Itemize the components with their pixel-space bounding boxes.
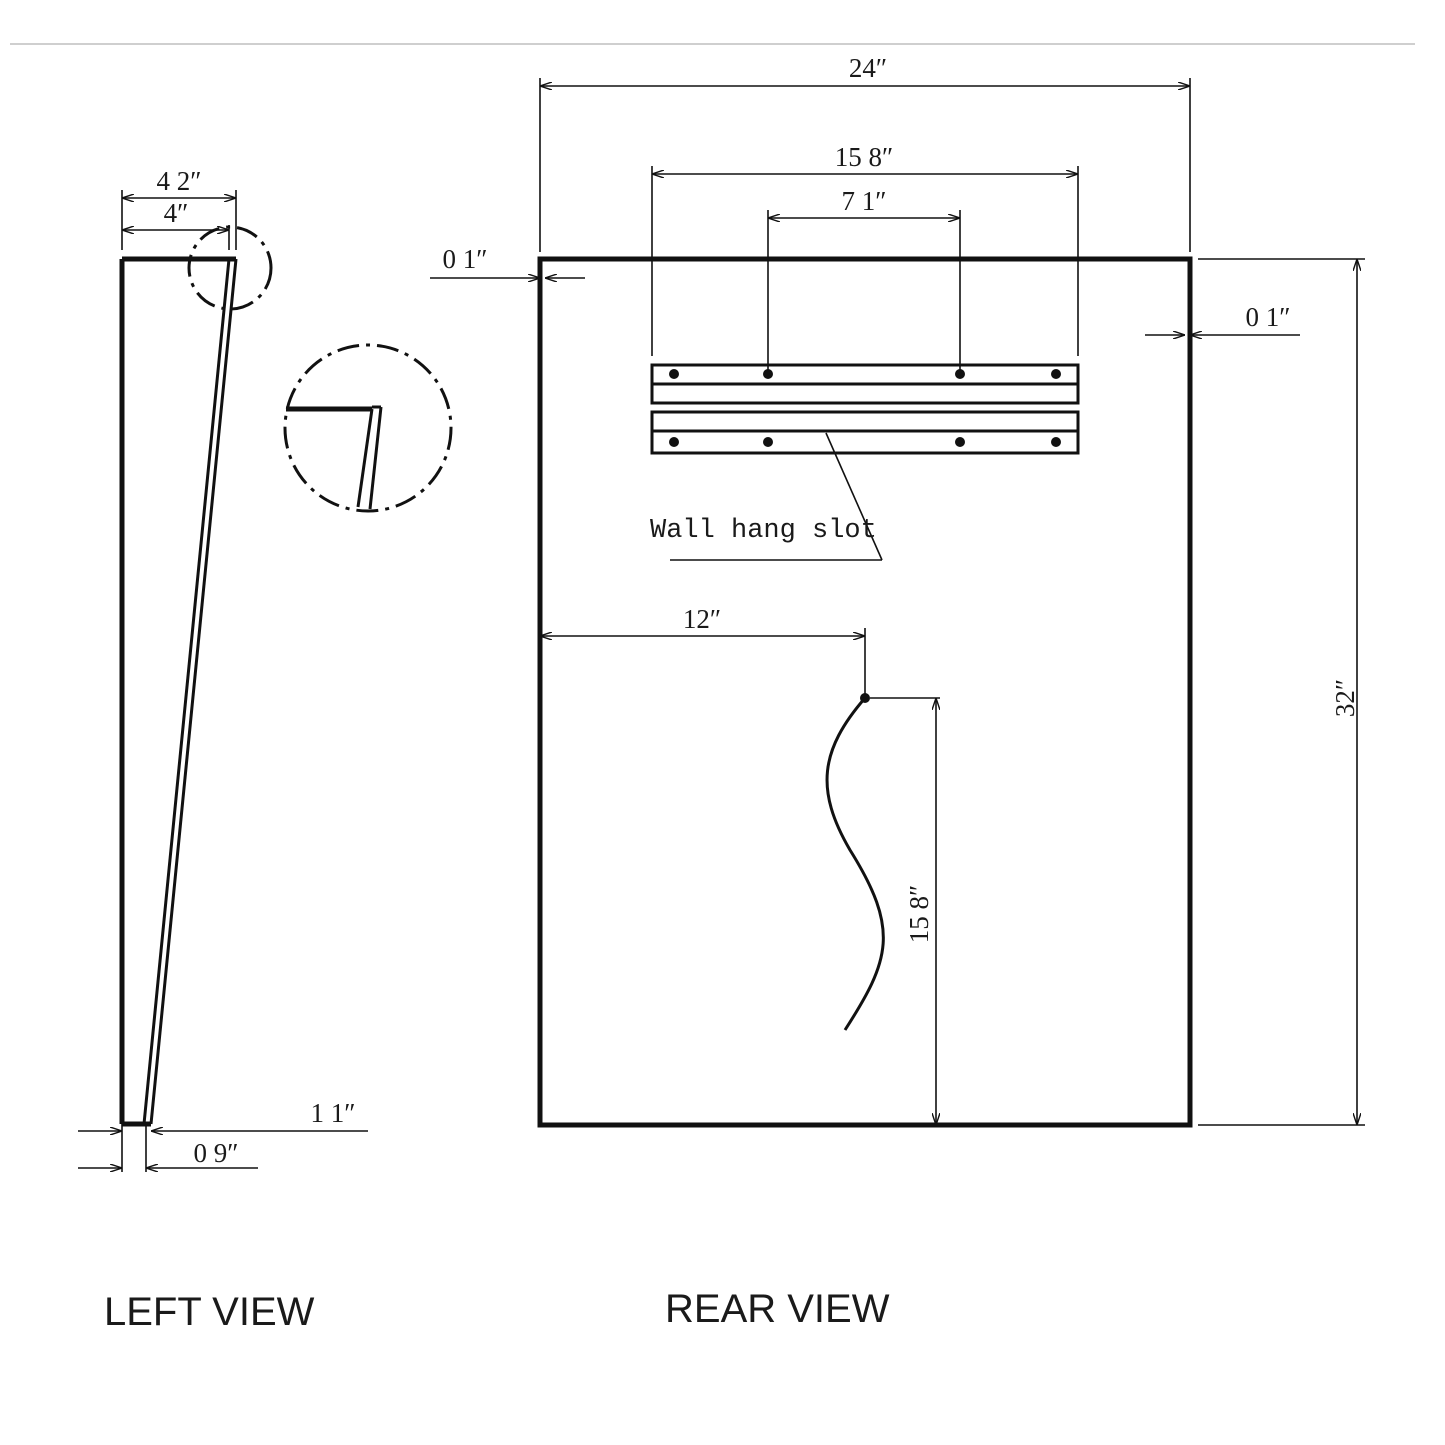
dim-slot-outer-span: 15 8″ <box>835 142 894 172</box>
dim-height: 32″ <box>1330 679 1360 717</box>
detail-enlargement-circle <box>283 343 453 513</box>
left-view: 4 2″ 4″ 1 1″ 0 9″ LEFT VIEW <box>78 166 453 1334</box>
rear-view: 24″ 15 8″ 7 1″ 0 1″ 0 1″ 32″ <box>430 53 1365 1331</box>
wall-hang-slot-lower <box>650 410 1080 455</box>
left-view-slant-outer <box>149 258 238 1125</box>
detail-enlargement <box>283 343 453 513</box>
dim-total-width: 24″ <box>849 53 887 83</box>
detail-marker-circle <box>187 225 273 311</box>
dim-depth-top-outer: 4 2″ <box>157 166 202 196</box>
dim-depth-bottom-outer: 1 1″ <box>311 1098 356 1128</box>
left-view-slant-inner <box>142 258 231 1125</box>
dim-depth-bottom-inner: 0 9″ <box>194 1138 239 1168</box>
callout-wall-hang-slot: Wall hang slot <box>650 516 877 546</box>
dim-slot-inner-span: 7 1″ <box>842 186 887 216</box>
dim-edge-right: 0 1″ <box>1246 302 1291 332</box>
rear-view-label: REAR VIEW <box>665 1287 890 1331</box>
dim-cable-offset: 12″ <box>683 604 721 634</box>
dim-edge-left: 0 1″ <box>443 244 488 274</box>
power-cable <box>825 697 885 1031</box>
wall-hang-slot-upper <box>650 363 1080 405</box>
rear-panel-outline <box>537 256 1193 1128</box>
dim-cable-height: 15 8″ <box>904 885 934 944</box>
left-view-label: LEFT VIEW <box>104 1290 315 1334</box>
dim-depth-top-inner: 4″ <box>164 198 189 228</box>
